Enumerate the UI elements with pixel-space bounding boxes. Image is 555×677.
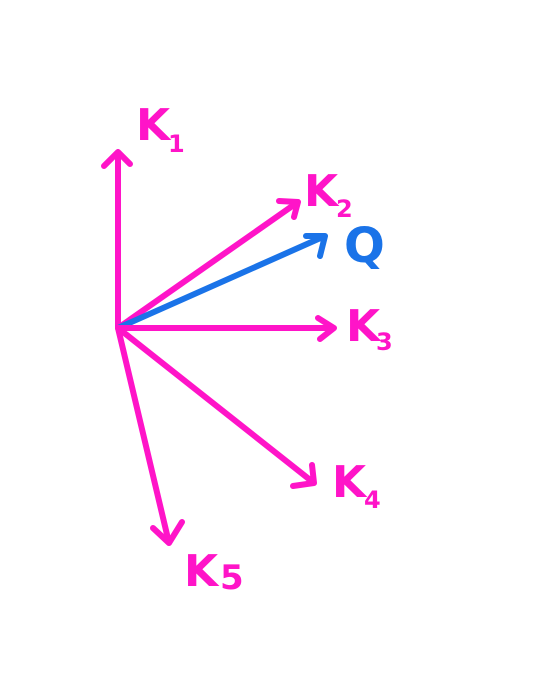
- vector-k5: K 5: [115, 325, 244, 598]
- vector-k4-arrow: [115, 325, 317, 489]
- vector-k3-letter: K: [346, 301, 382, 352]
- vector-k1-arrow: [101, 149, 133, 331]
- vector-k3-subscript: 3: [376, 328, 393, 356]
- vector-k3-arrow: [115, 315, 337, 342]
- vector-k5-letter: K: [184, 546, 220, 597]
- vector-k4: K 4: [115, 325, 381, 514]
- vector-k1-letter: K: [136, 100, 172, 151]
- vector-k4-subscript: 4: [364, 486, 381, 514]
- vector-q: Q: [115, 218, 385, 331]
- vector-k2-subscript: 2: [336, 195, 353, 223]
- vector-k2: K 2: [115, 166, 353, 331]
- vector-k1: K 1: [101, 100, 185, 331]
- vector-k5-subscript: 5: [220, 558, 244, 598]
- vector-q-arrow: [115, 233, 328, 331]
- vector-k5-arrow: [115, 325, 185, 546]
- vector-k4-letter: K: [332, 457, 368, 508]
- vector-k3: K 3: [115, 301, 393, 356]
- vector-k2-letter: K: [304, 166, 340, 217]
- vector-k1-subscript: 1: [168, 130, 185, 158]
- vector-q-letter: Q: [344, 218, 385, 274]
- vector-k2-arrow: [115, 198, 301, 331]
